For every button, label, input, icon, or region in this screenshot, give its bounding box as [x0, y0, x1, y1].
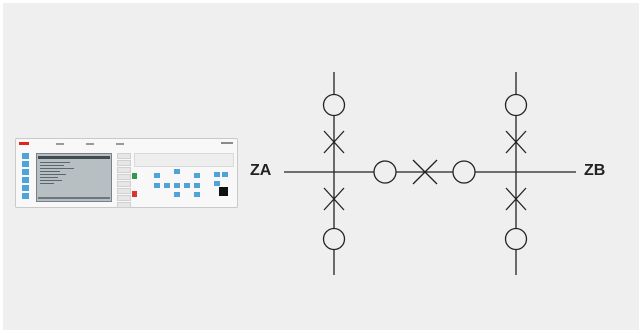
led-indicator-column: [117, 153, 131, 208]
model-label: [221, 142, 233, 144]
lcd-screen: [36, 153, 112, 202]
left-top-transformer-symbol: [322, 93, 346, 117]
brand-logo: [19, 142, 29, 145]
left-bottom-transformer-symbol: [322, 227, 346, 251]
coupler-left-transformer-symbol: [373, 160, 397, 184]
right-top-transformer-symbol: [504, 93, 528, 117]
function-keys: [22, 153, 30, 201]
panel-menu-bar: [56, 143, 136, 146]
protection-relay-panel: [15, 138, 238, 208]
label-window: [134, 153, 234, 167]
right-bottom-transformer-symbol: [504, 227, 528, 251]
zone-a-label: ZA: [250, 162, 272, 179]
close-button: [132, 173, 137, 179]
open-button: [132, 191, 137, 197]
coupler-right-transformer-symbol: [452, 160, 476, 184]
zone-b-label: ZB: [584, 162, 606, 179]
black-key: [219, 187, 228, 196]
